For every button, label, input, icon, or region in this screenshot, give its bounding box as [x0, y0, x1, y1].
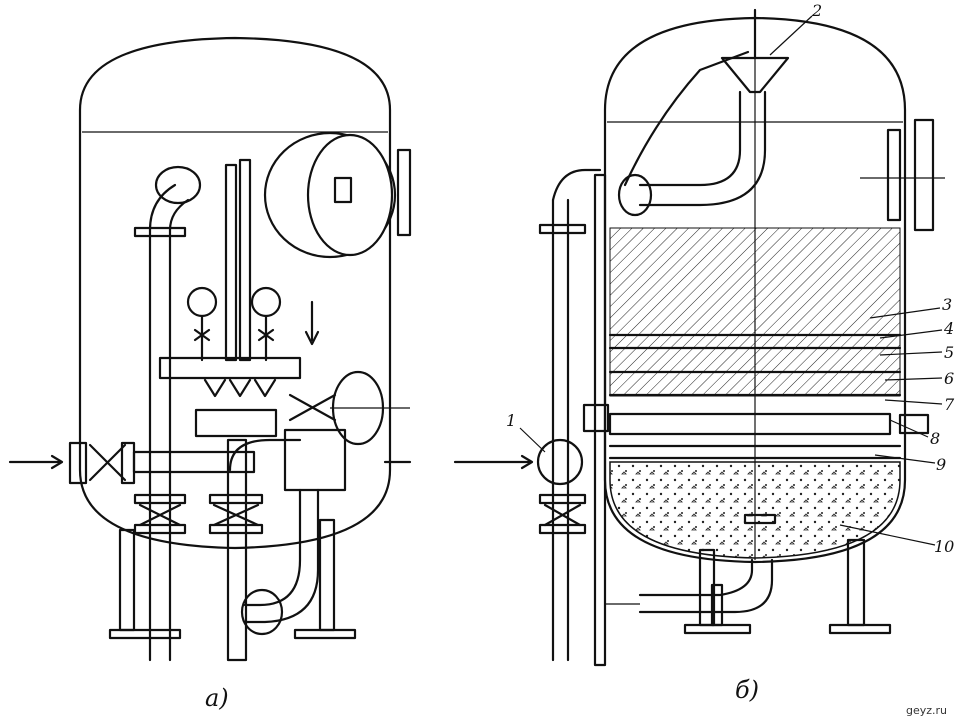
support-legs-b [683, 538, 892, 635]
watermark: geyz.ru [906, 704, 947, 717]
label-8: 8 [930, 429, 940, 448]
sight-glass-b [860, 118, 945, 232]
label-10: 10 [934, 537, 954, 556]
label-7: 7 [944, 395, 955, 414]
sampling-manifold-a [158, 158, 302, 438]
caption-a: а) [205, 684, 229, 712]
label-2: 2 [811, 1, 822, 20]
filter-medium-layer [609, 227, 901, 397]
filter-a-exterior [8, 36, 412, 662]
label-9: 9 [936, 455, 946, 474]
inlet-valve-a [8, 441, 256, 485]
inlet-pipe-b [453, 168, 610, 667]
manhole-a [263, 131, 412, 259]
distribution-plate [608, 412, 902, 460]
filter-b-section [453, 8, 945, 667]
side-hatch-a [330, 370, 410, 446]
inlet-funnel-b [617, 8, 790, 217]
gravel-bottom [609, 461, 901, 559]
outlet-piping-a [208, 300, 412, 662]
support-legs-a [108, 518, 357, 640]
label-5: 5 [944, 343, 954, 362]
caption-b: б) [735, 676, 759, 704]
vessel-shell-a [78, 36, 392, 550]
callout-leaders [519, 15, 943, 546]
label-1: 1 [506, 411, 516, 430]
label-6: 6 [944, 369, 954, 388]
label-4: 4 [943, 319, 954, 338]
medium-layer-lines [608, 333, 902, 397]
label-3: 3 [942, 295, 952, 314]
pressure-gauges-a [186, 286, 282, 362]
vessel-shell-b [603, 16, 907, 564]
inlet-pipe-a [133, 165, 202, 662]
